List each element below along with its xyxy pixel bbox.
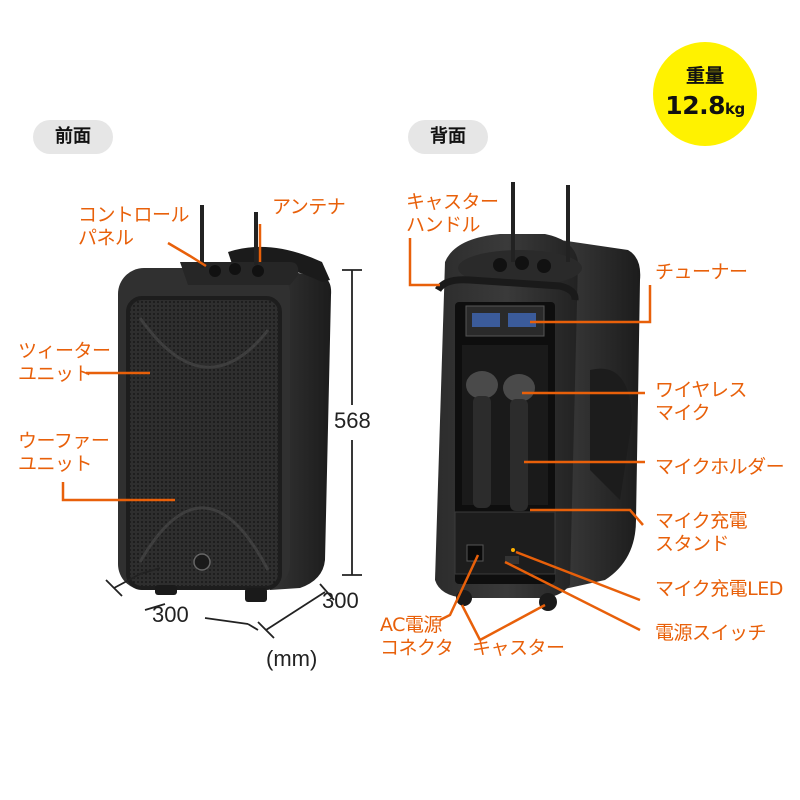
back-speaker — [434, 182, 641, 611]
tuner-display-left — [472, 313, 500, 327]
brand-logo-icon — [193, 553, 211, 571]
label-tweeter: ツィーター ユニット — [18, 340, 111, 385]
wireless-mic-head — [466, 371, 498, 399]
label-woofer: ウーファー ユニット — [18, 430, 110, 475]
wireless-mic-head — [503, 374, 535, 402]
front-grille — [126, 296, 282, 590]
label-mic-charging-led: マイク充電LED — [655, 578, 783, 600]
wireless-mic-body — [510, 399, 528, 511]
back-side-recess — [590, 368, 632, 500]
label-wireless-mic: ワイヤレス マイク — [655, 379, 747, 424]
dimension-unit: (mm) — [266, 646, 318, 671]
grille-x-pattern — [138, 317, 270, 571]
front-speaker — [118, 205, 332, 602]
wireless-mic-body — [473, 396, 491, 508]
dimension-width: 300 — [152, 602, 189, 627]
back-view-tag: 背面 — [408, 120, 488, 154]
control-knob — [537, 259, 551, 273]
control-knob — [252, 265, 264, 277]
weight-value-line: 12.8kg — [653, 91, 757, 120]
power-switch-control — [505, 556, 519, 564]
front-foot — [245, 588, 267, 602]
front-leader-lines — [61, 224, 262, 502]
label-mic-charging-stand: マイク充電 スタンド — [655, 510, 748, 555]
control-knob — [229, 263, 241, 275]
front-view-tag: 前面 — [33, 120, 113, 154]
label-power-switch: 電源スイッチ — [655, 622, 767, 644]
weight-value: 12.8 — [665, 91, 725, 120]
back-io-panel — [454, 511, 556, 575]
label-caster-handle: キャスター ハンドル — [406, 191, 499, 236]
label-mic-holder: マイクホルダー — [655, 456, 785, 478]
label-ac-connector: AC電源 コネクタ — [380, 614, 454, 659]
dimension-lines — [105, 269, 362, 639]
back-leader-lines — [408, 238, 652, 642]
front-control-panel — [180, 262, 299, 285]
weight-badge: 重量 12.8kg — [653, 42, 757, 146]
weight-label: 重量 — [685, 65, 724, 87]
control-knob — [209, 265, 221, 277]
label-control-panel: コントロール パネル — [78, 204, 190, 249]
control-knob — [515, 256, 529, 270]
caster-handle — [434, 276, 579, 301]
control-knob — [493, 258, 507, 272]
caster-wheel — [539, 593, 557, 611]
dimension-height: 568 — [334, 408, 371, 433]
label-caster: キャスター — [472, 637, 565, 659]
front-foot — [155, 585, 177, 595]
weight-unit: kg — [724, 100, 745, 118]
dimension-depth: 300 — [322, 588, 359, 613]
label-tuner: チューナー — [655, 261, 748, 283]
label-antenna: アンテナ — [272, 196, 346, 218]
tuner-display-right — [508, 313, 536, 327]
charging-led — [511, 548, 515, 552]
